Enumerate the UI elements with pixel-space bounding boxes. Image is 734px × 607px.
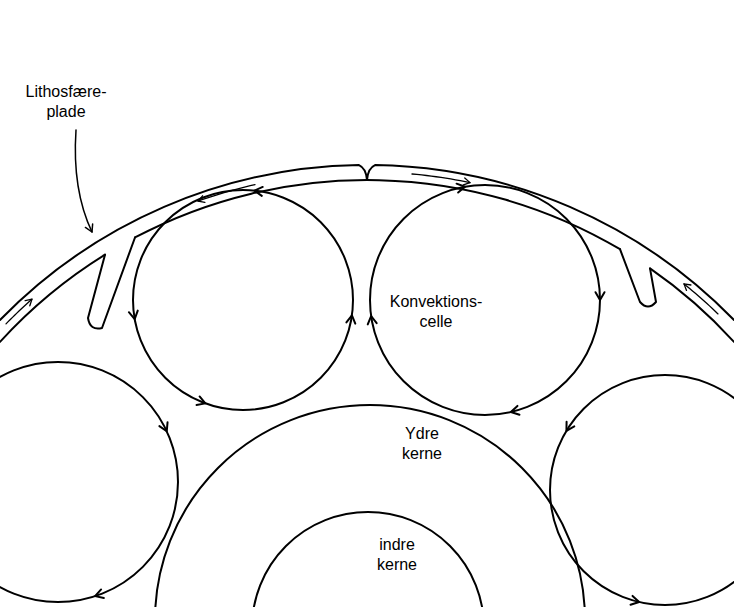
circle-outline: [155, 405, 585, 607]
convection-cell: [133, 190, 353, 410]
flow-arrowhead: [566, 422, 574, 431]
plate-motion-arrow: [198, 185, 255, 202]
circle-outline: [155, 405, 585, 607]
flow-arrowhead: [254, 187, 262, 196]
node-text: indre kerne: [377, 535, 417, 575]
convection-cell: [550, 375, 734, 605]
lithosphere-inner-edge: [135, 180, 620, 249]
lithosphere-outer-edge: [0, 165, 734, 320]
node-text: Ydre kerne: [402, 424, 442, 464]
flow-arrowhead: [95, 589, 104, 598]
inner-core: indre kerne: [252, 512, 484, 607]
flow-arrowhead: [159, 422, 167, 431]
lithosphere-inner-edge: [0, 255, 105, 342]
flow-arrowhead: [197, 396, 206, 404]
lithosphere-inner-edge: [650, 268, 734, 341]
leader-line: [75, 130, 92, 232]
circle-outline: [252, 512, 484, 607]
outer-core: Ydre kerne indre kerne: [155, 405, 585, 607]
plate-motion-arrow: [6, 299, 32, 324]
subducting-slab: [620, 249, 656, 306]
flow-arrowhead: [129, 311, 138, 319]
part-label: Lithosfære- plade: [26, 82, 107, 122]
flow-arrowhead: [631, 596, 640, 605]
flow-arrowhead: [346, 315, 355, 323]
subducting-slab: [88, 237, 135, 328]
plate-motion-arrow: [412, 174, 470, 183]
convection-cell: Konvektions- celle: [370, 185, 600, 415]
leader-arrowhead: [85, 224, 92, 232]
plate-motion-arrowhead: [684, 284, 691, 291]
circle-outline: [370, 185, 600, 415]
convection-cell: [0, 362, 178, 602]
node-text: Konvektions- celle: [390, 292, 483, 332]
label-anchor: Lithosfære- plade: [0, 0, 81, 40]
plate-motion-arrowhead: [463, 178, 470, 185]
plate-motion-arrow: [684, 284, 718, 314]
circle-outline: [252, 512, 484, 607]
plate-motion-arrowhead: [25, 299, 32, 306]
